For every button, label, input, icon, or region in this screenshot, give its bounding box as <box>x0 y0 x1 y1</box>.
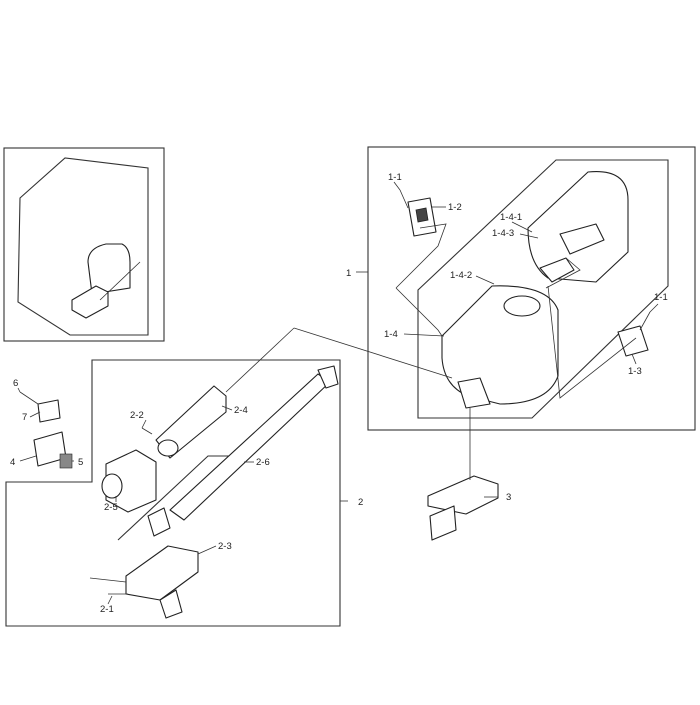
callout-2-1: 2-1 <box>100 604 114 615</box>
housing-outlet <box>457 377 491 409</box>
link-liner-to-housing <box>545 257 581 289</box>
screw-2-1a <box>89 577 127 583</box>
callout-2-2: 2-2 <box>130 410 144 421</box>
leader-c2-4 <box>221 405 233 411</box>
valve-coil <box>101 473 123 499</box>
leader-c2-3 <box>197 545 217 555</box>
leader-c2-2 <box>141 419 147 429</box>
screw-2-2 <box>141 427 153 435</box>
bracket-1-2-slot <box>415 207 429 223</box>
combustion-liner <box>527 171 629 283</box>
link-igniter-to-tube <box>225 327 295 393</box>
valve-bracket <box>125 545 199 601</box>
burner-tube <box>169 373 331 521</box>
callout-1-1a: 1-1 <box>388 172 402 183</box>
liner-flange <box>539 257 575 283</box>
callout-2: 2 <box>358 497 363 508</box>
overview-inset-frame <box>3 147 165 342</box>
mounting-bracket-3 <box>427 475 499 515</box>
callout-2-4: 2-4 <box>234 405 248 416</box>
assembly-2-gas-valve <box>5 359 341 627</box>
housing-port <box>503 295 541 317</box>
overview-valve <box>71 285 109 319</box>
callout-1-4-1: 1-4-1 <box>500 212 522 223</box>
sensor-1-3 <box>617 325 649 357</box>
assembly-1-frame <box>367 146 696 431</box>
overview-inset <box>3 147 165 342</box>
loose-parts <box>19 391 73 469</box>
valve-outlet <box>147 507 171 537</box>
leader-c1-4-2 <box>475 275 495 285</box>
screw-1-1b <box>639 311 651 331</box>
leader-c2-1 <box>107 595 113 605</box>
screw-1-1a <box>399 189 409 209</box>
leader-c1-4 <box>403 333 445 337</box>
callout-2-3: 2-3 <box>218 541 232 552</box>
assembly-1-housing <box>367 146 696 541</box>
connector-lines <box>225 223 637 480</box>
callout-6: 6 <box>13 378 18 389</box>
assembly-2-frame <box>5 359 341 627</box>
callout-1-3: 1-3 <box>628 366 642 377</box>
leader-c1-4-1 <box>511 221 533 233</box>
callout-2-5: 2-5 <box>104 502 118 513</box>
leader-c1-1a <box>393 181 401 191</box>
callout-labels: 1 1-1 1-2 1-4-1 1-4-3 1-4-2 1-4 1-1 1-3 … <box>10 172 668 615</box>
leader-c7 <box>29 411 41 418</box>
callout-1-2: 1-2 <box>448 202 462 213</box>
dryer-cabinet-outline <box>17 157 149 336</box>
callout-1: 1 <box>346 268 351 279</box>
callout-5: 5 <box>78 457 83 468</box>
callout-7: 7 <box>22 412 27 423</box>
overview-tube <box>99 261 141 301</box>
assembly-2-inner-frame <box>117 455 232 541</box>
callout-1-4-3: 1-4-3 <box>492 228 514 239</box>
liner-port <box>559 223 605 255</box>
leader-c1-3 <box>631 353 637 365</box>
callout-leaders <box>17 181 659 605</box>
callout-3: 3 <box>506 492 511 503</box>
coil-5 <box>59 453 73 469</box>
screw-6 <box>19 391 39 405</box>
callout-1-1b: 1-1 <box>654 292 668 303</box>
assembly-1-inner-frame <box>417 159 669 419</box>
callout-1-4: 1-4 <box>384 329 398 340</box>
link-bracket-1-2 <box>395 223 447 289</box>
gas-valve-body <box>105 449 157 513</box>
callout-4: 4 <box>10 457 15 468</box>
link-bracket-to-housing <box>395 287 443 337</box>
igniter-tip <box>157 439 179 457</box>
leader-c1-1b <box>649 303 659 313</box>
callout-1-4-2: 1-4-2 <box>450 270 472 281</box>
leader-c6 <box>17 387 21 393</box>
link-sensor <box>547 285 637 399</box>
burner-tube-cap <box>317 365 339 389</box>
callout-2-6: 2-6 <box>256 457 270 468</box>
leader-c4 <box>19 455 37 462</box>
valve-bracket-foot <box>159 589 183 619</box>
link-tube-to-housing <box>293 327 453 379</box>
clip-7 <box>37 399 61 423</box>
leader-c1-4-3 <box>519 233 539 239</box>
bracket-3-foot <box>429 505 457 541</box>
